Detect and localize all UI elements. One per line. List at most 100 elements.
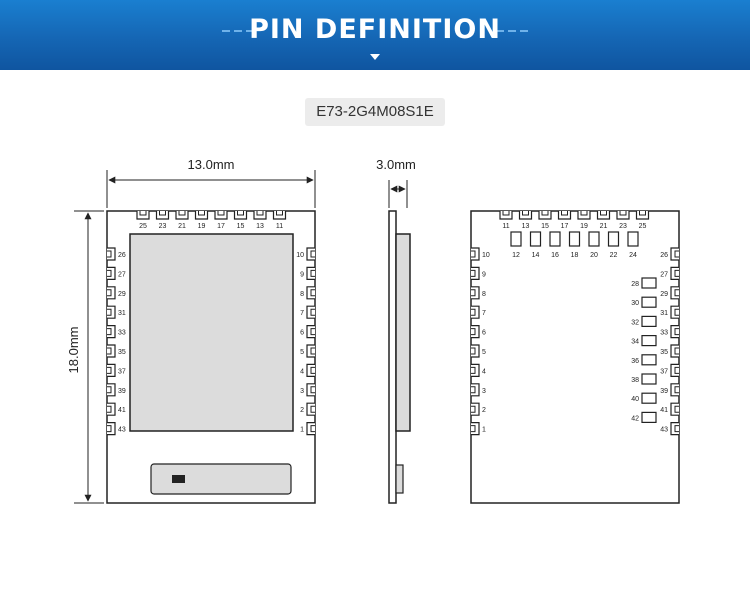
pin-label: 41 — [118, 407, 126, 414]
dash-decoration-icon — [520, 30, 528, 32]
width-dimension: 13.0mm — [106, 157, 316, 208]
pin-13: 13 — [518, 211, 533, 230]
pin-label: 23 — [159, 223, 167, 230]
pad-32: 32 — [631, 315, 657, 327]
pad-label: 40 — [631, 396, 639, 403]
pad-24: 24 — [627, 231, 639, 259]
pin-10: 10 — [471, 247, 490, 261]
pin-25: 25 — [136, 211, 150, 230]
pin-label: 43 — [118, 427, 126, 434]
pad-label: 36 — [631, 358, 639, 365]
pad-label: 34 — [631, 339, 639, 346]
pin-23: 23 — [616, 211, 630, 230]
pin-label: 10 — [482, 252, 490, 259]
pin-label: 23 — [619, 223, 627, 230]
pin-35: 35 — [660, 344, 679, 358]
pin-label: 8 — [482, 291, 486, 298]
pin-label: 1 — [482, 427, 486, 434]
pin-17: 17 — [214, 211, 228, 230]
pad-22: 22 — [607, 231, 620, 259]
pin-4: 4 — [471, 363, 486, 377]
pin-35: 35 — [107, 344, 126, 358]
pin-3: 3 — [300, 383, 315, 397]
pin-1: 1 — [300, 422, 315, 436]
pin-11: 11 — [272, 211, 287, 230]
pin-33: 33 — [660, 325, 679, 339]
pin-27: 27 — [107, 266, 126, 280]
pin-19: 19 — [194, 211, 209, 230]
pad-label: 28 — [631, 281, 639, 288]
pin-label: 13 — [522, 223, 530, 230]
height-label: 18.0mm — [66, 327, 81, 374]
pin-label: 5 — [300, 349, 304, 356]
pad-label: 30 — [631, 300, 639, 307]
pin-label: 29 — [660, 291, 668, 298]
pad-14: 14 — [529, 231, 542, 259]
pad-label: 14 — [532, 252, 540, 259]
caret-down-icon — [370, 54, 380, 60]
pin-label: 1 — [300, 427, 304, 434]
pin-8: 8 — [300, 286, 315, 300]
pin-label: 27 — [118, 271, 126, 278]
pin-26: 26 — [660, 247, 679, 261]
pin-41: 41 — [660, 402, 679, 416]
pin-8: 8 — [471, 286, 486, 300]
pin-29: 29 — [107, 286, 126, 300]
pin-label: 21 — [600, 223, 608, 230]
pin-23: 23 — [155, 211, 170, 230]
pin-1: 1 — [471, 422, 486, 436]
pin-label: 6 — [300, 330, 304, 337]
width-label: 13.0mm — [188, 157, 235, 172]
pin-label: 43 — [660, 427, 668, 434]
pin-6: 6 — [300, 325, 315, 339]
pin-43: 43 — [107, 422, 126, 436]
pin-label: 15 — [541, 223, 549, 230]
dash-decoration-icon — [222, 30, 230, 32]
antenna-area — [150, 463, 292, 495]
pad-34: 34 — [631, 335, 657, 347]
pin-15: 15 — [233, 211, 248, 230]
pin-label: 5 — [482, 349, 486, 356]
pin-label: 31 — [660, 310, 668, 317]
pin-label: 35 — [660, 349, 668, 356]
dash-decoration-icon — [246, 30, 254, 32]
thickness-label: 3.0mm — [376, 157, 416, 172]
pin-13: 13 — [253, 211, 267, 230]
pin-15: 15 — [538, 211, 552, 230]
pad-42: 42 — [631, 411, 657, 423]
pin-4: 4 — [300, 363, 315, 377]
pin-label: 25 — [139, 223, 147, 230]
pin-label: 19 — [580, 223, 588, 230]
pin-label: 2 — [300, 407, 304, 414]
pin-9: 9 — [471, 266, 486, 280]
pad-30: 30 — [631, 296, 657, 308]
pad-18: 18 — [568, 231, 581, 259]
pin-label: 4 — [300, 368, 304, 375]
pin-label: 19 — [198, 223, 206, 230]
pad-36: 36 — [631, 354, 657, 366]
pin-label: 35 — [118, 349, 126, 356]
pin-label: 37 — [660, 368, 668, 375]
pin-label: 39 — [660, 388, 668, 395]
pin-label: 33 — [660, 330, 668, 337]
pad-label: 22 — [610, 252, 618, 259]
dash-decoration-icon — [234, 30, 242, 32]
dash-decoration-icon — [508, 30, 516, 32]
pin-label: 41 — [660, 407, 668, 414]
pin-39: 39 — [107, 383, 126, 397]
pin-21: 21 — [596, 211, 611, 230]
pad-38: 38 — [631, 373, 657, 385]
pin-19: 19 — [577, 211, 591, 230]
side-antenna — [395, 464, 404, 494]
pin-2: 2 — [471, 402, 486, 416]
pin-27: 27 — [660, 266, 679, 280]
pad-label: 20 — [590, 252, 598, 259]
pin-29: 29 — [660, 286, 679, 300]
pin-label: 29 — [118, 291, 126, 298]
pin-label: 10 — [296, 252, 304, 259]
pin-label: 3 — [482, 388, 486, 395]
pin-5: 5 — [471, 344, 486, 358]
pin-label: 9 — [300, 271, 304, 278]
pin-17: 17 — [557, 211, 572, 230]
